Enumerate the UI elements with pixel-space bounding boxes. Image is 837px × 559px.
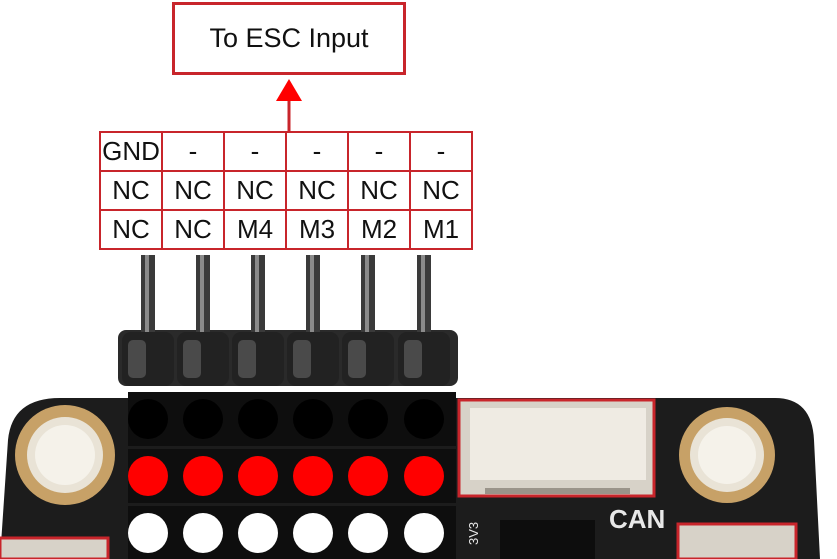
table-cell: - xyxy=(161,131,225,172)
header-pin xyxy=(398,255,450,386)
pad-power xyxy=(293,456,333,496)
callout-label: To ESC Input xyxy=(209,23,369,53)
header-pin xyxy=(177,255,229,386)
can-connector xyxy=(457,398,656,498)
table-cell: NC xyxy=(99,209,163,250)
pad-ground xyxy=(348,399,388,439)
table-cell: NC xyxy=(409,170,473,211)
pad-ground xyxy=(183,399,223,439)
table-cell: M1 xyxy=(409,209,473,250)
table-row: NC NC NC NC NC NC xyxy=(99,170,473,211)
chip xyxy=(500,520,595,559)
pad-grid xyxy=(128,392,456,559)
table-cell: M3 xyxy=(285,209,349,250)
pin-label-table: GND - - - - - NC NC NC NC NC NC NC NC M4… xyxy=(99,131,473,250)
table-cell: NC xyxy=(161,209,225,250)
table-cell: GND xyxy=(99,131,163,172)
pad-signal xyxy=(404,513,444,553)
pad-ground xyxy=(404,399,444,439)
header-pins xyxy=(118,255,458,386)
pad-signal xyxy=(128,513,168,553)
bottom-connector xyxy=(676,522,798,559)
silkscreen-3v3: 3V3 xyxy=(466,522,481,545)
pad-power xyxy=(348,456,388,496)
table-cell: NC xyxy=(99,170,163,211)
callout-box: To ESC Input xyxy=(172,2,406,75)
mounting-hole-left xyxy=(15,405,115,505)
table-cell: NC xyxy=(223,170,287,211)
pad-ground xyxy=(238,399,278,439)
pad-row-bg xyxy=(128,449,456,503)
pad-signal xyxy=(293,513,333,553)
table-cell: M4 xyxy=(223,209,287,250)
table-cell: NC xyxy=(285,170,349,211)
pad-signal xyxy=(183,513,223,553)
table-cell: - xyxy=(223,131,287,172)
arrow-up-icon xyxy=(276,79,302,131)
header-pin xyxy=(232,255,284,386)
pad-power xyxy=(404,456,444,496)
pad-row-bg xyxy=(128,506,456,559)
table-row: GND - - - - - xyxy=(99,131,473,172)
table-row: NC NC M4 M3 M2 M1 xyxy=(99,209,473,250)
header-pin xyxy=(342,255,394,386)
table-cell: M2 xyxy=(347,209,411,250)
table-cell: - xyxy=(409,131,473,172)
pad-power xyxy=(183,456,223,496)
pad-row-bg xyxy=(128,392,456,446)
pad-signal xyxy=(238,513,278,553)
pad-ground xyxy=(128,399,168,439)
table-cell: NC xyxy=(347,170,411,211)
pad-power xyxy=(128,456,168,496)
silkscreen-can: CAN xyxy=(609,504,665,534)
header-pin xyxy=(287,255,339,386)
mounting-hole-right xyxy=(679,407,775,503)
table-cell: - xyxy=(347,131,411,172)
pad-ground xyxy=(293,399,333,439)
table-cell: - xyxy=(285,131,349,172)
header-pin xyxy=(122,255,174,386)
pad-power xyxy=(238,456,278,496)
bottom-left-connector xyxy=(0,536,110,559)
pad-signal xyxy=(348,513,388,553)
table-cell: NC xyxy=(161,170,225,211)
